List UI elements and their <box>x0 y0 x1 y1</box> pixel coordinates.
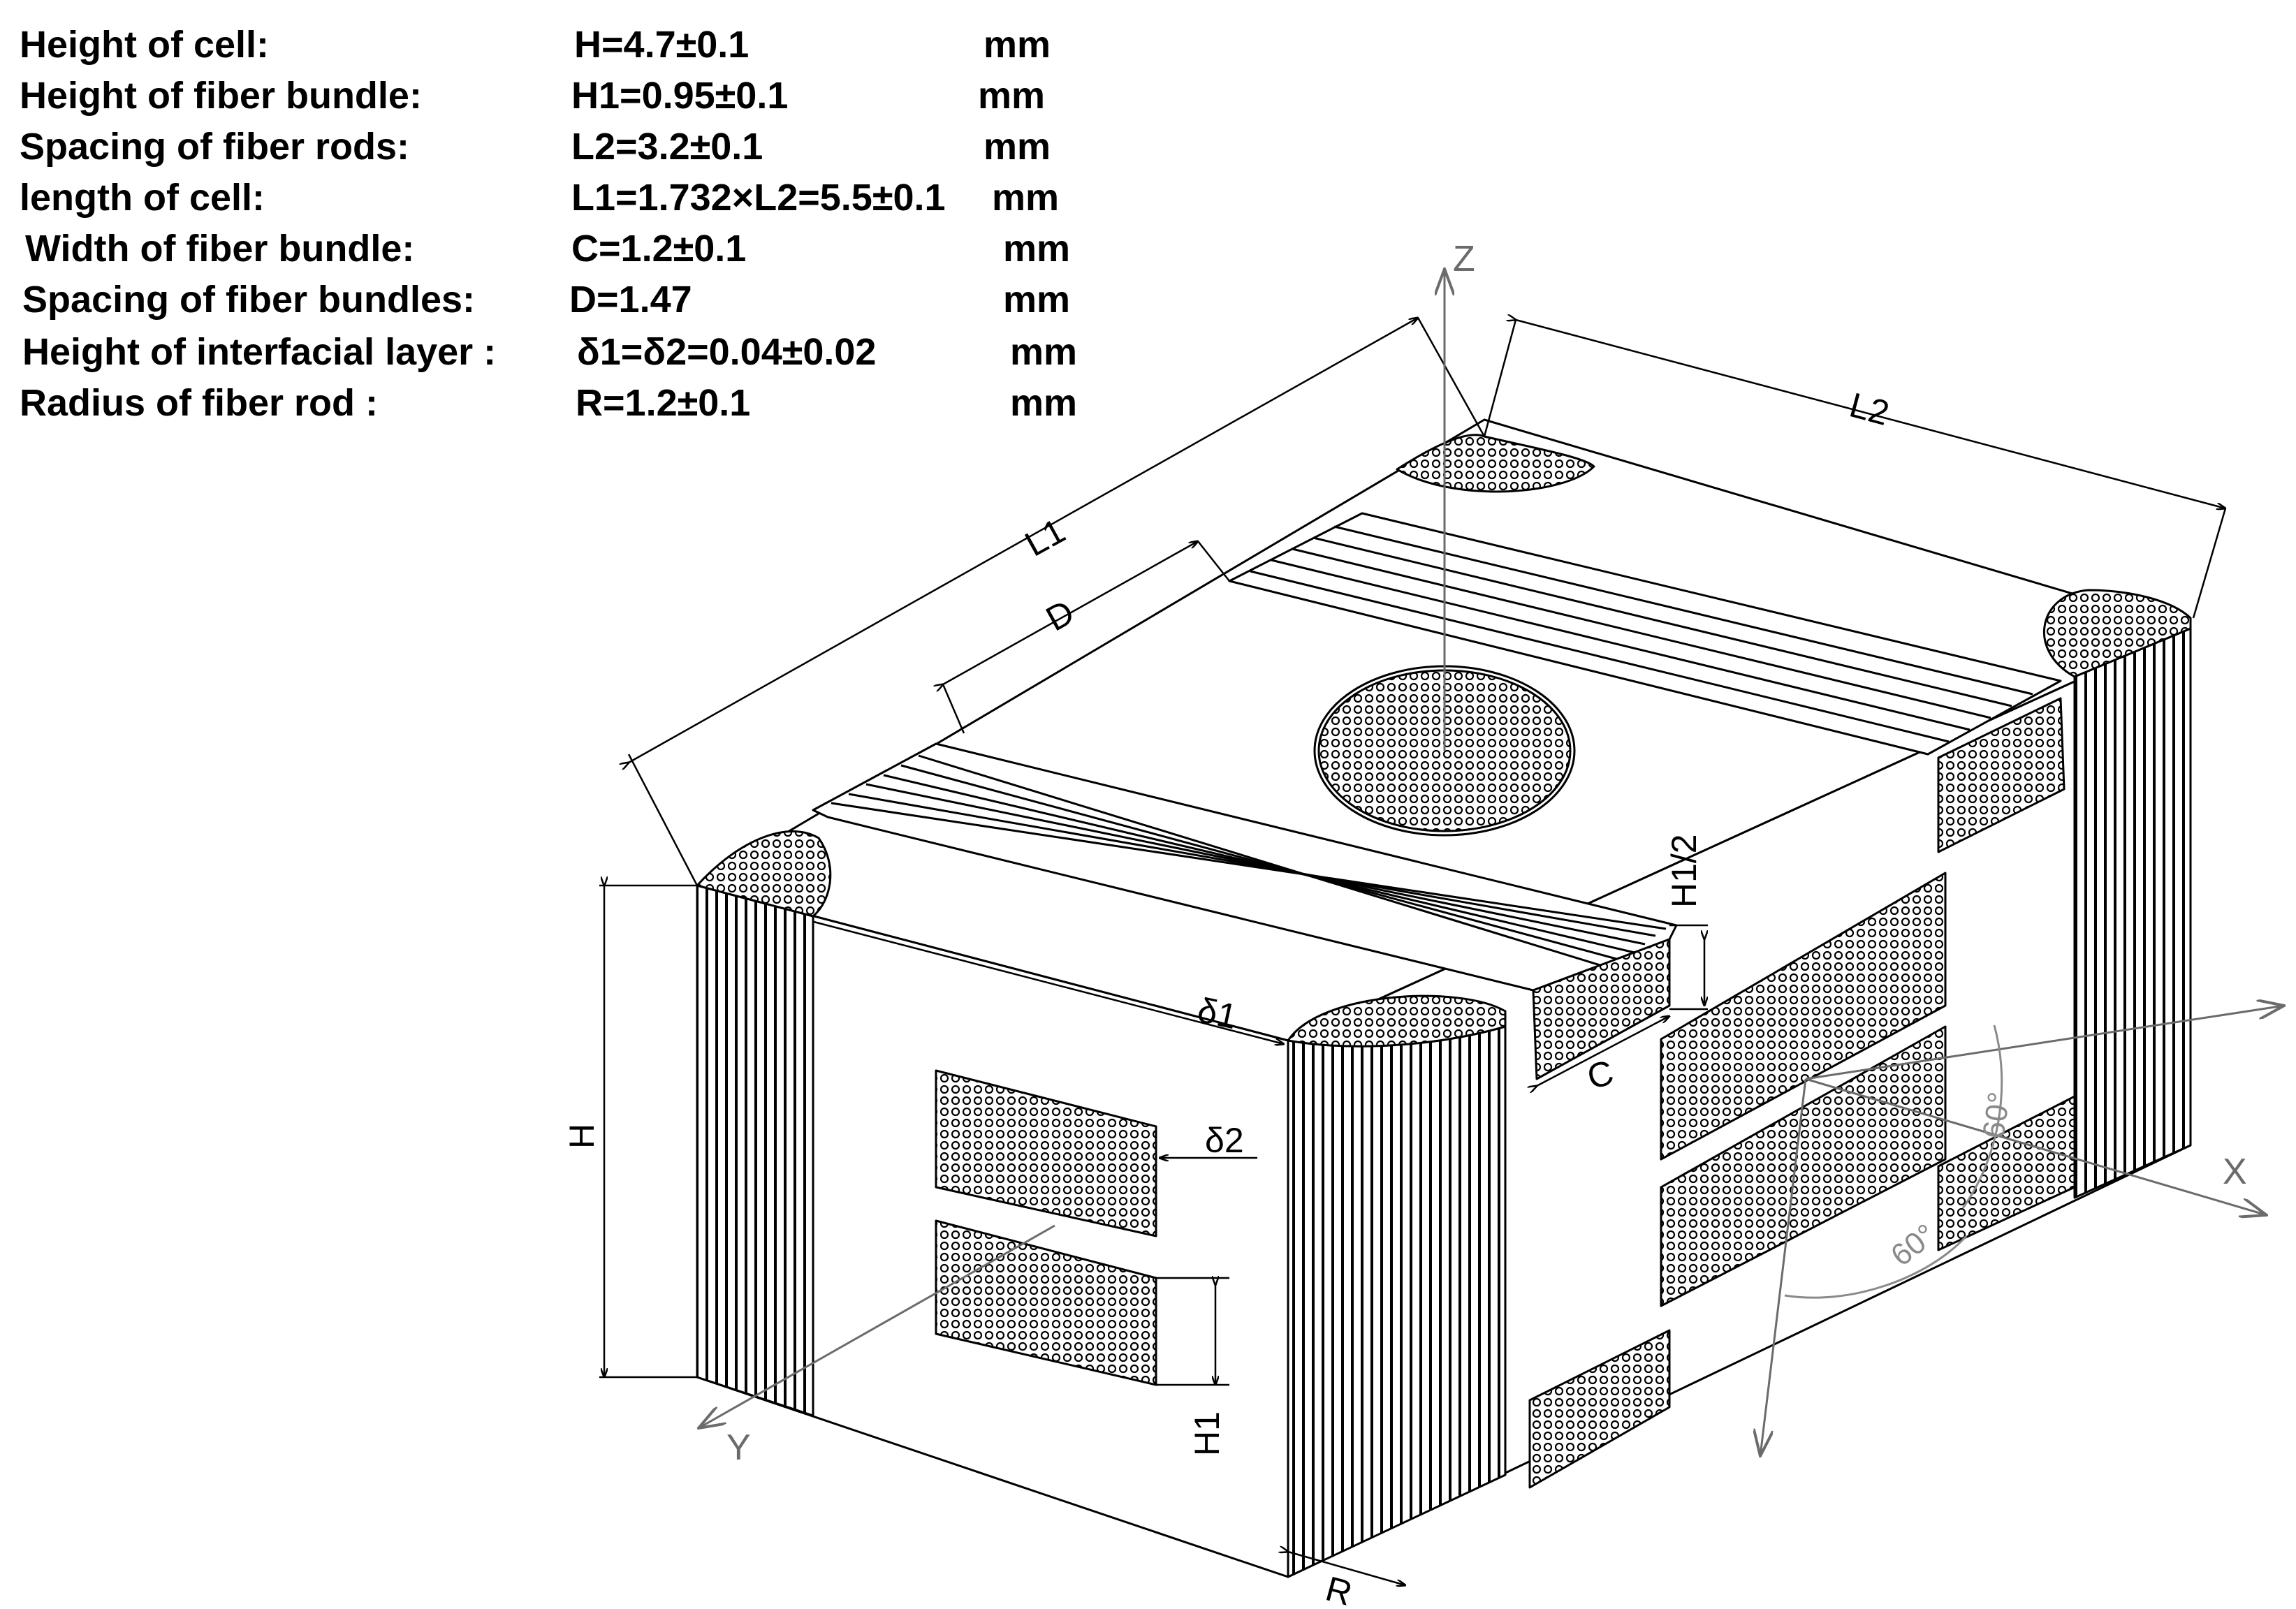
spec-row-height-of-fiber-bundle: Height of fiber bundle: H1=0.95±0.1 mm <box>20 75 1045 117</box>
dim-label-l2: L2 <box>1845 385 1893 433</box>
rod-back-left-strip <box>696 884 814 1417</box>
axis-label-z: Z <box>1453 239 1475 279</box>
spec-label: Height of cell: <box>20 24 269 66</box>
spec-label: length of cell: <box>20 177 265 219</box>
spec-unit: mm <box>984 126 1051 168</box>
bundle-end-far-right <box>1937 697 2065 853</box>
x-axis-lower <box>1805 1078 2267 1215</box>
spec-value: H=4.7±0.1 <box>574 24 749 66</box>
left-face-bundle-upper <box>935 1069 1157 1237</box>
dim-label-d: D <box>1039 592 1081 638</box>
right-face-bundle-4 <box>1528 1329 1671 1489</box>
dim-label-h1-half: H1/2 <box>1665 834 1704 908</box>
spec-value: L2=3.2±0.1 <box>571 126 763 168</box>
axis-label-y: Y <box>726 1427 751 1468</box>
spec-row-width-of-fiber-bundle: Width of fiber bundle: C=1.2±0.1 mm <box>25 228 1070 270</box>
angle-label-upper: 60° <box>1976 1090 2017 1141</box>
dim-label-delta1: δ1 <box>1194 990 1241 1036</box>
right-face-bundle-1 <box>1660 872 1947 1161</box>
spec-value: C=1.2±0.1 <box>571 228 746 270</box>
spec-value: δ1=δ2=0.04±0.02 <box>577 331 876 373</box>
spec-row-spacing-of-fiber-bundles: Spacing of fiber bundles: D=1.47 mm <box>22 279 1070 321</box>
spec-unit: mm <box>1010 382 1077 424</box>
spec-row-spacing-of-fiber-rods: Spacing of fiber rods: L2=3.2±0.1 mm <box>20 126 1051 168</box>
spec-label: Spacing of fiber bundles: <box>22 279 475 321</box>
spec-unit: mm <box>978 75 1045 117</box>
dim-label-r: R <box>1322 1569 1356 1609</box>
top-fiber-bundle-near-lines <box>831 754 1667 971</box>
spec-value: L1=1.732×L2=5.5±0.1 <box>571 177 946 219</box>
dim-label-delta2: δ2 <box>1205 1121 1244 1160</box>
dim-label-l1: L1 <box>1018 511 1072 564</box>
spec-row-radius-of-fiber-rod: Radius of fiber rod : R=1.2±0.1 mm <box>20 382 1077 424</box>
spec-unit: mm <box>1010 331 1077 373</box>
right-face-bundle-3 <box>1937 1095 2076 1251</box>
spec-value: R=1.2±0.1 <box>576 382 750 424</box>
spec-table: Height of cell: H=4.7±0.1 mm Height of f… <box>20 24 1077 424</box>
x-axis-down <box>1760 1078 1807 1456</box>
spec-unit: mm <box>1003 279 1070 321</box>
right-rod-end <box>2042 589 2192 678</box>
angle-arc-upper <box>1961 1024 2003 1209</box>
spec-label: Radius of fiber rod : <box>20 382 378 424</box>
spec-label: Height of interfacial layer : <box>22 331 496 373</box>
coordinate-axes <box>699 269 2284 1456</box>
dimension-lines <box>599 318 2225 1585</box>
unit-cell <box>696 418 2192 1578</box>
dim-label-h: H <box>562 1124 601 1149</box>
spec-label: Spacing of fiber rods: <box>20 126 409 168</box>
dim-label-h1: H1 <box>1187 1411 1227 1456</box>
angle-arc-lower <box>1784 1235 1968 1299</box>
axis-label-x: X <box>2223 1152 2247 1192</box>
y-axis <box>699 1224 1055 1428</box>
angle-arcs <box>1784 1024 2003 1299</box>
right-face-bundle-2 <box>1660 1025 1947 1307</box>
rod-back-right-strip <box>2073 627 2192 1199</box>
spec-label: Width of fiber bundle: <box>25 228 414 270</box>
rod-front-strip <box>1287 1010 1507 1578</box>
spec-unit: mm <box>992 177 1059 219</box>
spec-row-length-of-cell: length of cell: L1=1.732×L2=5.5±0.1 mm <box>20 177 1059 219</box>
spec-row-height-of-cell: Height of cell: H=4.7±0.1 mm <box>20 24 1051 66</box>
spec-value: D=1.47 <box>569 279 692 321</box>
front-rod-end <box>1287 994 1507 1048</box>
spec-label: Height of fiber bundle: <box>20 75 422 117</box>
back-left-rod-end <box>696 830 832 918</box>
spec-value: H1=0.95±0.1 <box>571 75 788 117</box>
x-axis-upper <box>1805 1006 2284 1080</box>
spec-unit: mm <box>984 24 1051 66</box>
spec-row-height-of-interfacial-layer: Height of interfacial layer : δ1=δ2=0.04… <box>22 331 1077 373</box>
spec-unit: mm <box>1003 228 1070 270</box>
